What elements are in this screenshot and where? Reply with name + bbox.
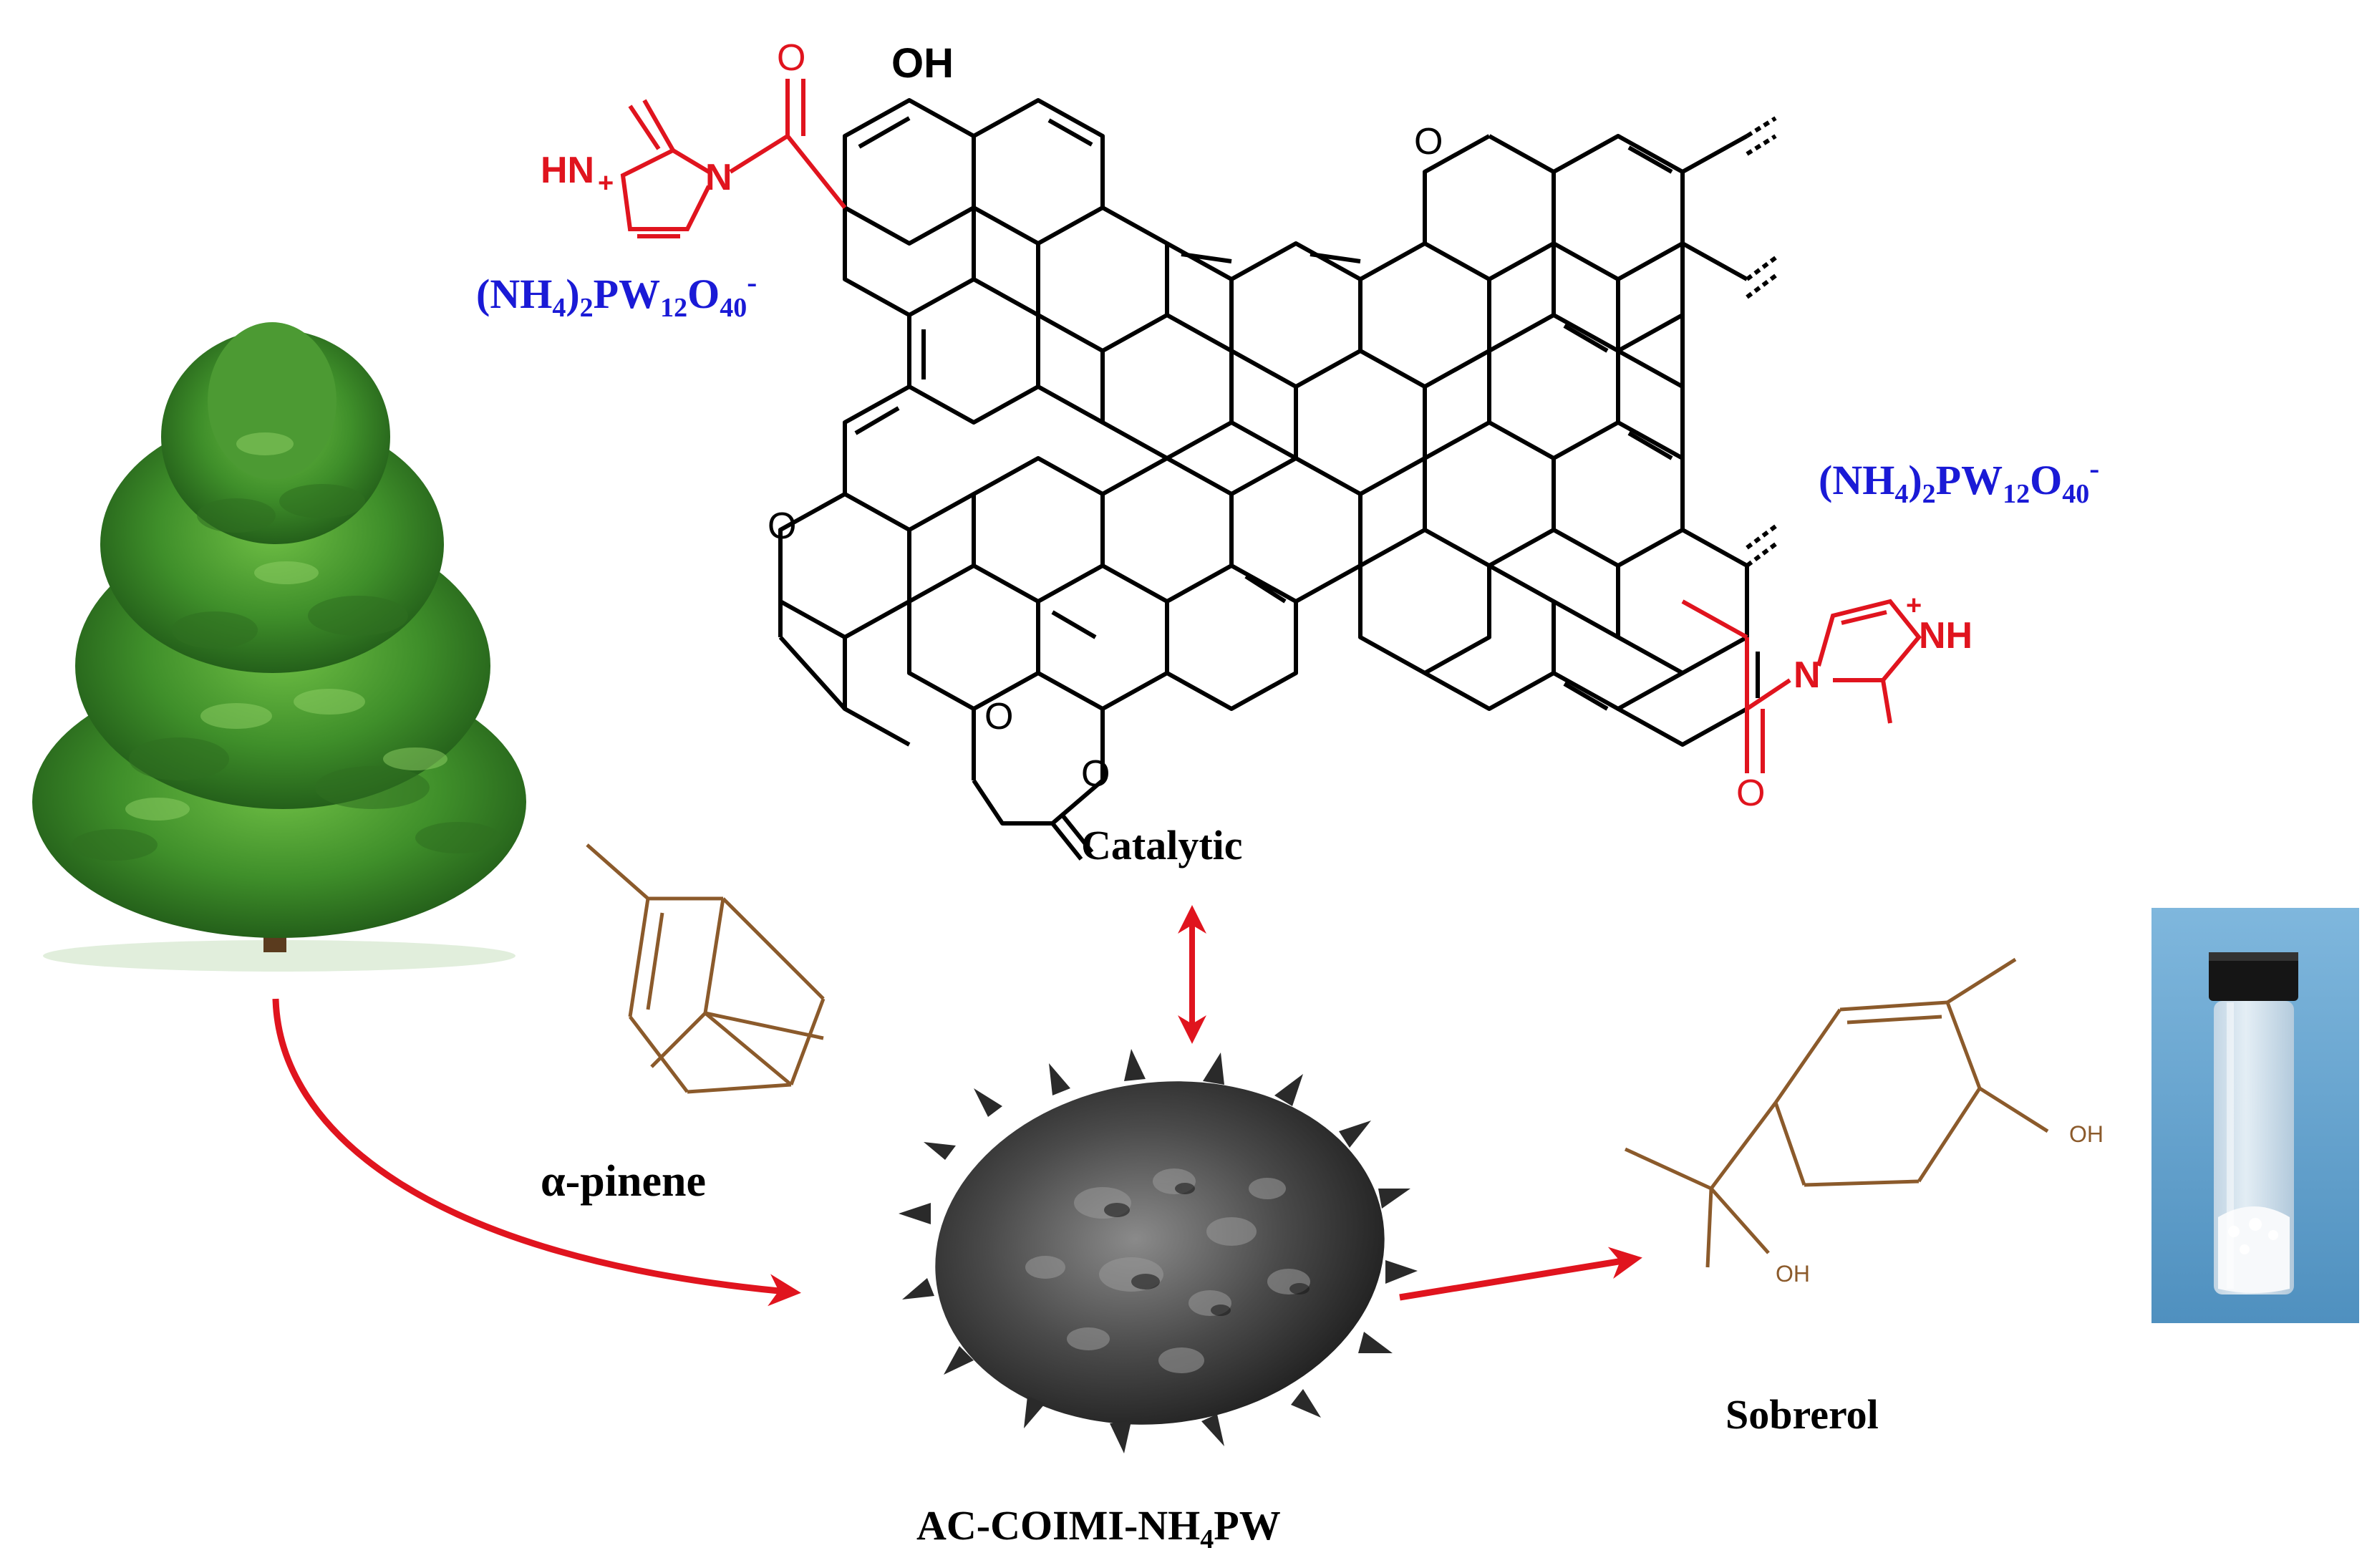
- alpha-pinene-structure: [586, 843, 826, 1094]
- catalyst-particle-icon: [899, 1049, 1418, 1453]
- catalytic-label: Catalytic: [1081, 822, 1243, 868]
- sobrerol-oh-ring: OH: [2069, 1121, 2104, 1147]
- pyran-oxygen-top: O: [1414, 121, 1443, 163]
- imidazole-nh-right: NH: [1919, 615, 1972, 657]
- carbonyl-oxygen-right: O: [1736, 773, 1765, 814]
- sobrerol-structure: [1624, 957, 2049, 1268]
- sobrerol-label: Sobrerol: [1725, 1391, 1879, 1438]
- imidazolium-left-structure: [620, 79, 847, 238]
- counter-anion-left: (NH4)2PW12O40-: [476, 266, 757, 323]
- counter-anion-right: (NH4)2PW12O40-: [1819, 453, 2099, 509]
- imidazolium-right-structure: [1681, 599, 1922, 773]
- plus-charge-right: +: [1906, 591, 1922, 621]
- catalyst-name-label: AC-COIMI-NH4PW: [916, 1502, 1281, 1554]
- lactone-ring-oxygen: O: [984, 696, 1013, 737]
- imidazole-n-left: N: [705, 157, 732, 198]
- hydroxyl-label: OH: [891, 40, 954, 87]
- pyran-oxygen-left: O: [768, 505, 796, 547]
- vial-icon: [2151, 908, 2359, 1323]
- arrow-tree-to-catalyst: [272, 998, 801, 1307]
- carbon-framework-structure: [778, 98, 1777, 861]
- arrow-catalyst-to-sobrerol: [1399, 1247, 1642, 1301]
- tree-icon: [32, 322, 526, 972]
- lactone-carbonyl-oxygen: O: [1081, 753, 1110, 795]
- alpha-pinene-label: α-pinene: [541, 1157, 706, 1206]
- imidazole-n-right: N: [1794, 654, 1821, 696]
- imidazole-hn-left: HN: [541, 150, 594, 191]
- carbonyl-oxygen-left: O: [777, 37, 805, 79]
- sobrerol-oh-side: OH: [1776, 1261, 1810, 1287]
- plus-charge-left: +: [598, 168, 614, 198]
